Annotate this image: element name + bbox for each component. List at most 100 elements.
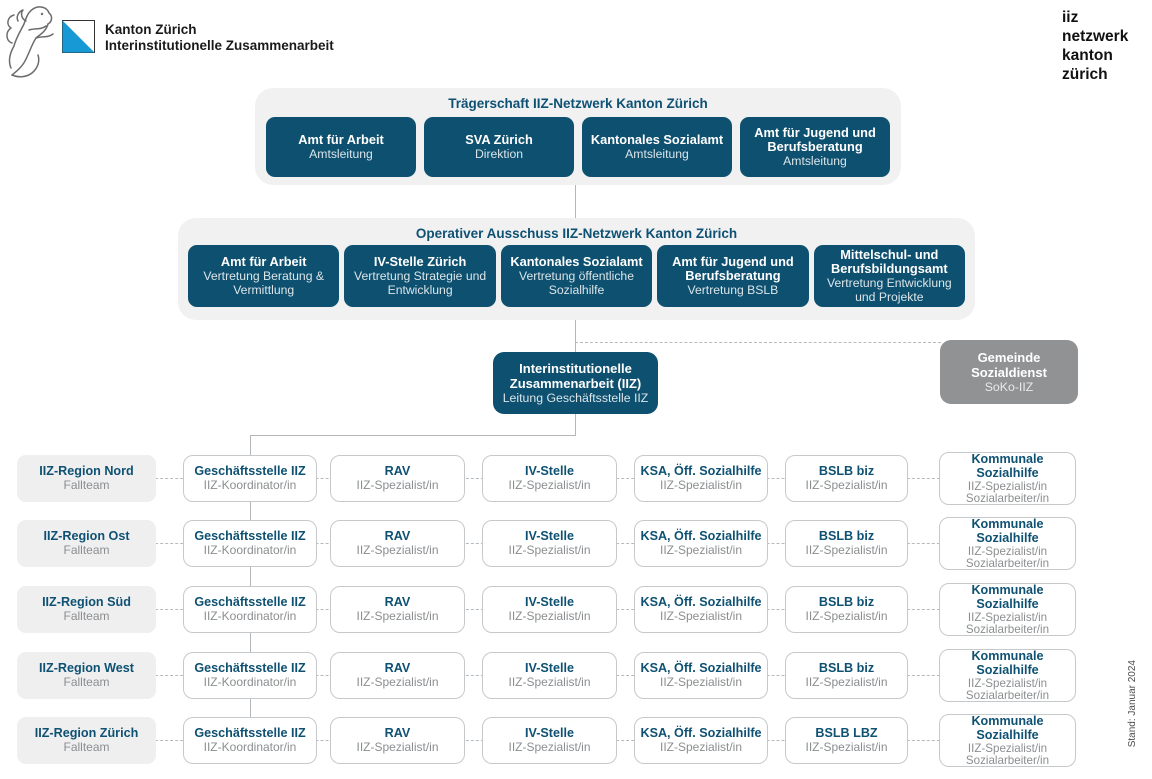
cell-subtitle: IIZ-Spezialist/in [356,609,439,624]
box-title: Mittelschul- und Berufsbildungsamt [831,247,948,276]
box-subtitle: Vertretung Strategie und Entwicklung [354,269,487,297]
cell-subtitle: Sozialarbeiter/in [965,689,1050,702]
cell-subtitle: IIZ-Spezialist/in [508,478,591,493]
box-title: Zusammenarbeit (IIZ) [509,376,642,391]
cell-title: IV-Stelle [525,726,574,741]
cell-kommunale-sozialhilfe: Kommunale Sozialhilfe IIZ-Spezialist/in … [939,649,1076,702]
cell-subtitle: IIZ-Spezialist/in [967,610,1048,624]
cell-subtitle: Sozialarbeiter/in [965,557,1050,570]
region-title: IIZ-Region Nord [39,464,134,479]
cell-rav: RAV IIZ-Spezialist/in [330,586,465,633]
region-row-zuerich: IIZ-Region Zürich Fallteam Geschäftsstel… [0,713,1152,767]
cell-title: Geschäftsstelle IIZ [194,661,306,676]
cell-iv-stelle: IV-Stelle IIZ-Spezialist/in [482,717,617,764]
connector-dashed-line [575,342,941,343]
cell-title: IV-Stelle [525,661,574,676]
box-title: Interinstitutionelle [519,361,632,376]
cell-subtitle: IIZ-Koordinator/in [203,609,297,624]
org-box-iv-stelle-zuerich: IV-Stelle Zürich Vertretung Strategie un… [344,245,496,307]
cell-kommunale-sozialhilfe: Kommunale Sozialhilfe IIZ-Spezialist/in … [939,517,1076,570]
cell-kommunale-sozialhilfe: Kommunale Sozialhilfe IIZ-Spezialist/in … [939,452,1076,505]
cell-bslb: BSLB biz IIZ-Spezialist/in [785,455,908,502]
org-box-amt-jugend-berufsberatung: Amt für Jugend und Berufsberatung Amtsle… [740,117,890,177]
cell-subtitle: Sozialarbeiter/in [965,492,1050,505]
org-box-amt-fuer-arbeit: Amt für Arbeit Amtsleitung [266,117,416,177]
region-title: IIZ-Region Süd [42,595,131,610]
box-subtitle: Direktion [474,146,524,161]
cell-subtitle: IIZ-Koordinator/in [203,675,297,690]
cell-title: Kommunale Sozialhilfe [971,451,1044,480]
cell-geschaeftsstelle: Geschäftsstelle IIZ IIZ-Koordinator/in [183,717,317,764]
cell-subtitle: IIZ-Spezialist/in [356,543,439,558]
traegerschaft-title: Trägerschaft IIZ-Netzwerk Kanton Zürich [448,96,708,111]
cell-title: Kommunale Sozialhilfe [971,713,1044,742]
cell-subtitle: IIZ-Spezialist/in [805,478,888,493]
box-subtitle: Amtsleitung [783,153,847,168]
cell-title: Geschäftsstelle IIZ [194,529,306,544]
cell-subtitle: IIZ-Spezialist/in [508,609,591,624]
connector-line [575,185,576,218]
cell-title: Kommunale Sozialhilfe [971,582,1044,611]
region-label: IIZ-Region Ost Fallteam [17,520,156,567]
cell-title: BSLB biz [818,595,875,610]
brand-subtitle: Interinstitutionelle Zusammenarbeit [105,38,334,53]
cell-subtitle: Sozialarbeiter/in [965,623,1050,636]
region-row-sued: IIZ-Region Süd Fallteam Geschäftsstelle … [0,582,1152,636]
cell-title: RAV [384,464,411,479]
cell-bslb: BSLB biz IIZ-Spezialist/in [785,520,908,567]
box-subtitle: Vertretung öffentliche Sozialhilfe [519,269,634,297]
region-subtitle: Fallteam [63,478,110,493]
region-row-nord: IIZ-Region Nord Fallteam Geschäftsstelle… [0,452,1152,505]
cell-rav: RAV IIZ-Spezialist/in [330,717,465,764]
cell-bslb: BSLB biz IIZ-Spezialist/in [785,652,908,699]
cell-title: RAV [384,529,411,544]
region-title: IIZ-Region West [39,661,134,676]
cell-subtitle: IIZ-Spezialist/in [805,543,888,558]
cell-geschaeftsstelle: Geschäftsstelle IIZ IIZ-Koordinator/in [183,455,317,502]
region-row-ost: IIZ-Region Ost Fallteam Geschäftsstelle … [0,517,1152,570]
cell-title: BSLB biz [818,661,875,676]
cell-title: KSA, Öff. Sozialhilfe [640,661,762,676]
org-box-mittelschul-berufsbildungsamt: Mittelschul- und Berufsbildungsamt Vertr… [813,245,966,307]
box-title: Kantonales Sozialamt [590,131,724,147]
org-box-sva-zuerich: SVA Zürich Direktion [424,117,574,177]
region-label: IIZ-Region Süd Fallteam [17,586,156,633]
box-subtitle: Vertretung Beratung & Vermittlung [203,269,324,297]
cell-title: RAV [384,595,411,610]
cell-subtitle: IIZ-Spezialist/in [967,741,1048,755]
box-title: Amt für Jugend und Berufsberatung [754,124,876,154]
zurich-flag-icon [62,20,95,53]
cell-subtitle: IIZ-Spezialist/in [356,478,439,493]
cell-subtitle: IIZ-Spezialist/in [356,675,439,690]
cell-title: BSLB LBZ [815,726,878,741]
box-title: SVA Zürich [465,131,533,147]
region-label: IIZ-Region West Fallteam [17,652,156,699]
box-title: Amt für Jugend und Berufsberatung [672,253,794,283]
cell-ksa: KSA, Öff. Sozialhilfe IIZ-Spezialist/in [634,520,768,567]
cell-title: BSLB biz [818,529,875,544]
cell-ksa: KSA, Öff. Sozialhilfe IIZ-Spezialist/in [634,717,768,764]
wordmark-line: kanton [1062,47,1113,64]
wordmark-line: netzwerk [1062,28,1129,45]
connector-line [250,435,576,436]
box-title: Amt für Arbeit [298,131,384,147]
cell-title: RAV [384,661,411,676]
org-box-gemeinde-sozialdienst: Gemeinde Sozialdienst SoKo-IIZ [940,340,1078,404]
cell-iv-stelle: IV-Stelle IIZ-Spezialist/in [482,586,617,633]
cell-title: RAV [384,726,411,741]
cell-title: KSA, Öff. Sozialhilfe [640,595,762,610]
region-title: IIZ-Region Zürich [34,726,139,741]
cell-subtitle: IIZ-Spezialist/in [508,740,591,755]
cell-subtitle: IIZ-Spezialist/in [659,478,743,493]
cell-geschaeftsstelle: Geschäftsstelle IIZ IIZ-Koordinator/in [183,652,317,699]
box-subtitle: SoKo-IIZ [984,380,1034,394]
box-subtitle: Amtsleitung [625,146,689,161]
cell-title: IV-Stelle [525,595,574,610]
cell-title: Geschäftsstelle IIZ [194,464,306,479]
ausschuss-group: Operativer Ausschuss IIZ-Netzwerk Kanton… [178,218,975,320]
cell-title: IV-Stelle [525,464,574,479]
cell-subtitle: IIZ-Spezialist/in [967,544,1048,558]
org-box-amt-fuer-arbeit: Amt für Arbeit Vertretung Beratung & Ver… [188,245,340,307]
box-subtitle: Vertretung BSLB [687,282,779,297]
